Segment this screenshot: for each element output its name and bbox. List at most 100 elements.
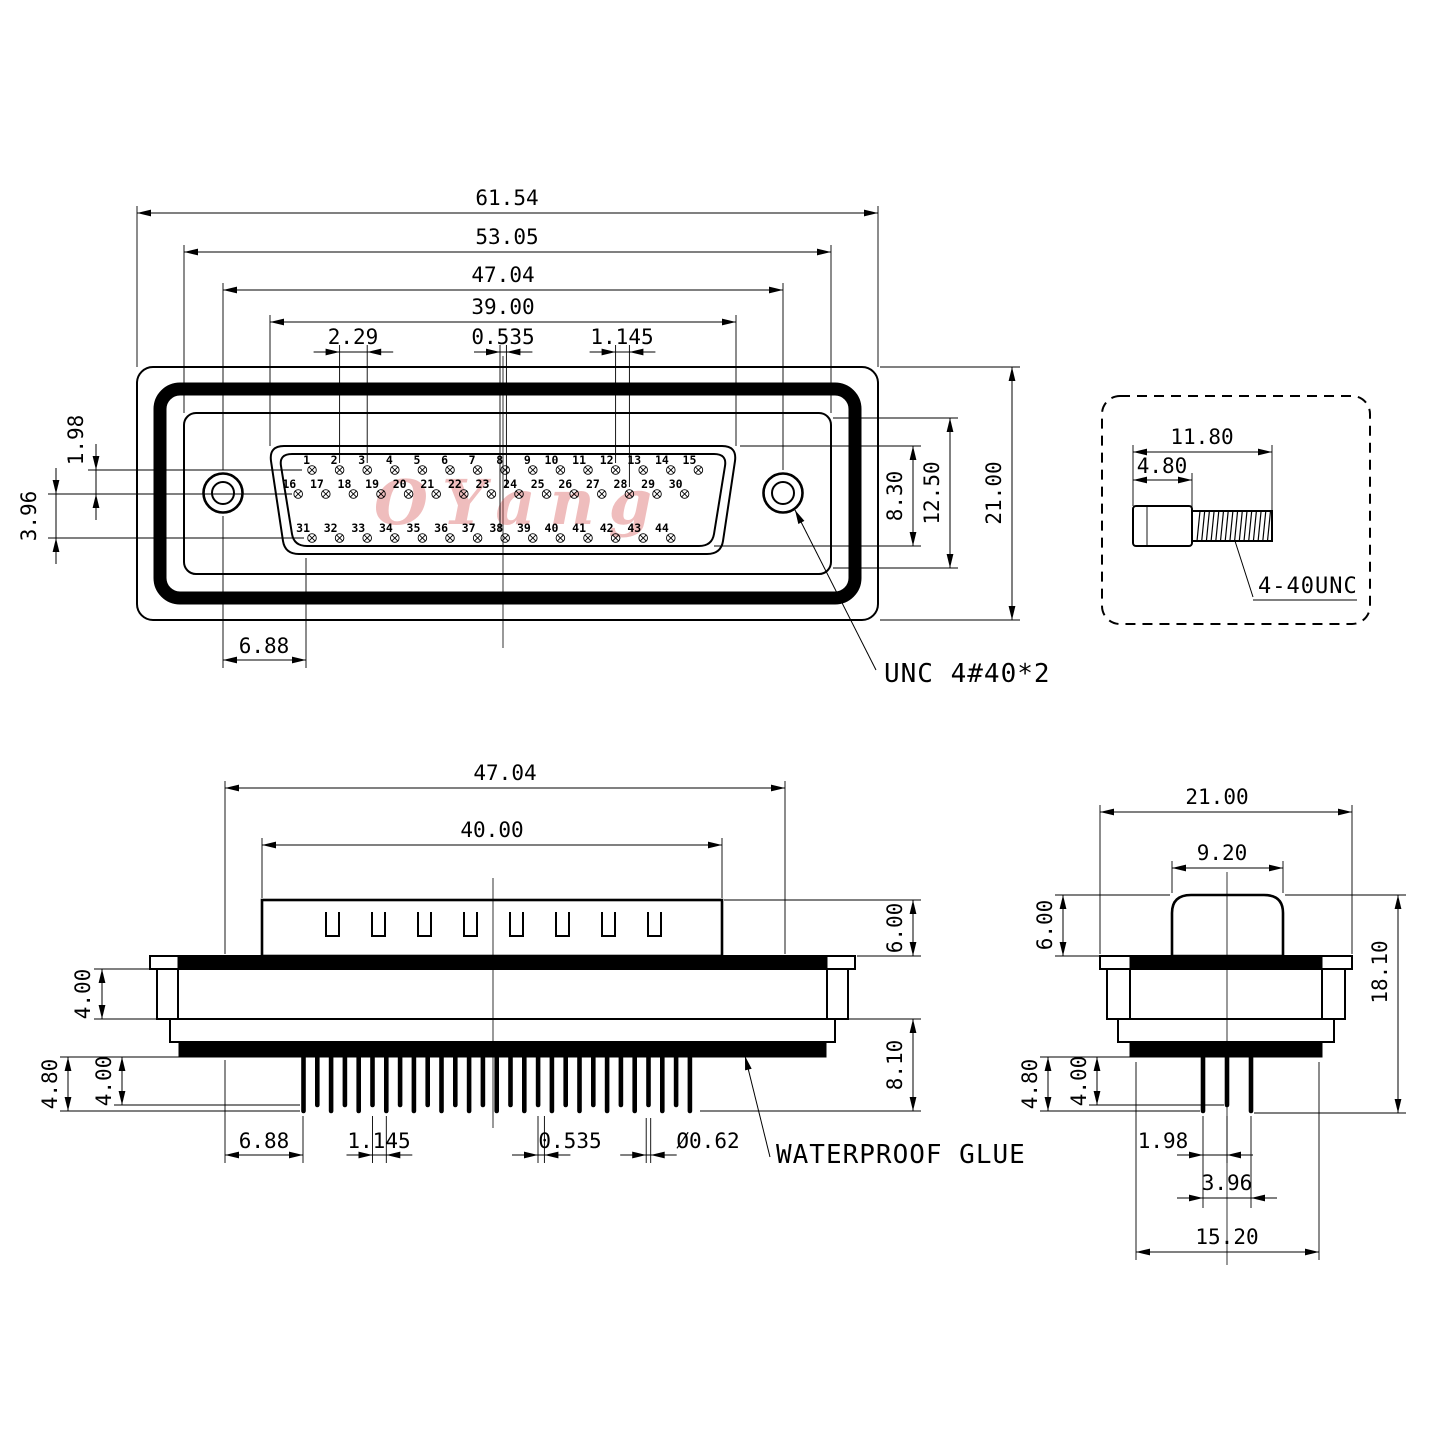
dim-arrow	[118, 1057, 126, 1071]
dim-arrow	[1008, 367, 1016, 381]
dim-arrow	[909, 1097, 917, 1111]
thread-line	[1243, 510, 1248, 542]
dim-arrow	[262, 841, 276, 849]
dim-label: 3.96	[1202, 1171, 1253, 1195]
pin-symbol	[348, 489, 359, 499]
watermark: OYang	[374, 466, 666, 539]
pin: 11	[572, 453, 593, 475]
pin-symbol	[293, 489, 303, 499]
pin: 23	[476, 477, 497, 499]
pin-number: 20	[393, 477, 407, 491]
pin: 26	[558, 477, 579, 499]
pin-symbol	[514, 489, 524, 499]
thread-line	[1238, 510, 1243, 542]
dim-arrow	[909, 532, 917, 546]
pin-symbol	[569, 489, 579, 499]
dim-label: 61.54	[475, 186, 538, 210]
dim-label: 8.10	[883, 1040, 907, 1091]
dim-arrow	[367, 348, 382, 356]
dim-arrow	[1044, 1097, 1052, 1111]
pin: 44	[655, 521, 676, 543]
dim-arrow	[1227, 1151, 1241, 1159]
pin-symbol	[307, 465, 317, 475]
pin-number: 44	[655, 521, 669, 535]
dimension: 4.00	[71, 968, 170, 1020]
pin: 5	[413, 453, 428, 475]
pin: 15	[683, 453, 704, 475]
pin: 43	[627, 521, 648, 543]
front-view: OYang	[136, 356, 879, 648]
dim-arrow	[92, 456, 100, 470]
thread-line	[1224, 510, 1229, 542]
dim-label: 4.00	[92, 1056, 116, 1107]
dim-label: 6.88	[239, 1129, 290, 1153]
pin-number: 28	[614, 477, 628, 491]
thread-line	[1252, 510, 1257, 542]
pin-symbol	[472, 533, 483, 543]
dimension: 11.80	[1132, 425, 1273, 511]
pin-number: 1	[303, 453, 310, 467]
pin: 37	[462, 521, 483, 543]
dim-arrow	[386, 1151, 401, 1159]
screw-note-label: UNC 4#40*2	[884, 659, 1051, 689]
dim-label: 4.80	[1137, 454, 1188, 478]
dimension: 12.50	[833, 417, 958, 569]
pin-number: 35	[407, 521, 421, 535]
dim-arrow	[909, 446, 917, 460]
dim-arrow	[52, 480, 60, 494]
pin: 27	[586, 477, 607, 499]
dim-arrow	[98, 969, 106, 983]
dimension: 4.80	[38, 1056, 300, 1112]
side-view	[149, 878, 856, 1128]
side-pins	[301, 1054, 693, 1114]
dim-label: 0.535	[538, 1129, 601, 1153]
dimension: 21.00	[1099, 785, 1353, 954]
dim-label: 2.29	[328, 325, 379, 349]
thread-note: 4-40UNC	[1234, 540, 1357, 601]
pin-symbol	[500, 465, 510, 475]
pin-number: 21	[420, 477, 434, 491]
dimension: 4.80	[1018, 1056, 1200, 1112]
pin-symbol	[638, 465, 648, 475]
pin: 34	[379, 521, 400, 543]
screw-head	[1132, 505, 1193, 547]
dim-arrow	[650, 1151, 665, 1159]
pin-number: 38	[489, 521, 503, 535]
dim-arrow	[1305, 1248, 1319, 1256]
thread-line	[1196, 510, 1201, 542]
dim-arrow	[1100, 808, 1114, 816]
dim-arrow	[1133, 476, 1147, 484]
screw-shaft	[1191, 510, 1273, 542]
dim-arrow	[1394, 895, 1402, 909]
dimension: 6.88	[224, 1060, 304, 1163]
pin: 42	[600, 521, 621, 543]
thread-line	[1201, 510, 1206, 542]
pin: 19	[365, 477, 386, 499]
dimension: 47.04	[224, 761, 786, 954]
pin-symbol	[459, 489, 469, 499]
screw-hole-left-inner	[211, 481, 235, 505]
pin: 4	[386, 453, 400, 475]
pin: 2	[331, 453, 345, 475]
dim-arrow	[722, 318, 736, 326]
pin: 13	[627, 453, 648, 475]
pin: 33	[351, 521, 372, 543]
pin-symbol	[528, 533, 538, 543]
dim-arrow	[601, 348, 616, 356]
dimension: 4.00	[92, 1056, 300, 1107]
side-shell-slots	[325, 912, 662, 937]
pin-number: 31	[296, 521, 310, 535]
dim-label: 6.00	[883, 903, 907, 954]
pin: 21	[420, 477, 441, 499]
dim-arrow	[1258, 448, 1272, 456]
thread-line	[1219, 510, 1225, 542]
dim-label: 15.20	[1195, 1225, 1258, 1249]
side-body	[169, 1018, 836, 1043]
dim-arrow	[946, 418, 954, 432]
dim-arrow	[184, 248, 198, 256]
pin-number: 25	[531, 477, 545, 491]
pin: 36	[434, 521, 455, 543]
dim-arrow	[909, 1019, 917, 1033]
dim-arrow	[98, 1005, 106, 1019]
